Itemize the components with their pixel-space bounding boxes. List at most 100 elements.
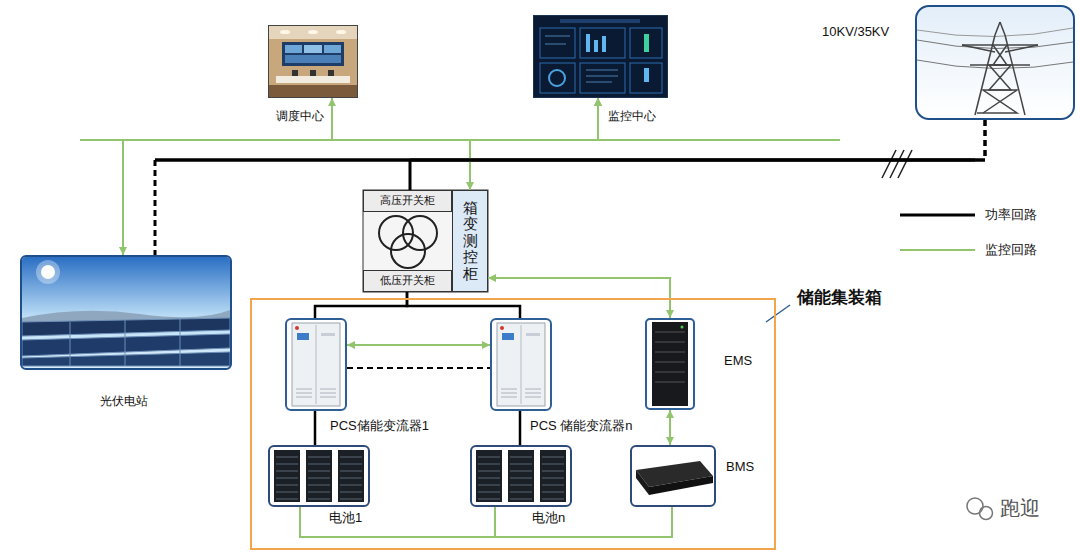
node-caption: 监控中心 xyxy=(606,109,658,123)
monitor-screen-picture xyxy=(533,15,668,98)
legend-label: 功率回路 xyxy=(985,206,1037,224)
dispatch-room-picture xyxy=(276,76,350,83)
dispatch-room-picture xyxy=(280,30,290,34)
pv-plant-picture xyxy=(36,260,60,284)
switchgear-box: 高压开关柜 xyxy=(363,190,452,212)
dispatch-room-picture xyxy=(310,70,316,76)
bms-unit: BMS xyxy=(630,445,716,507)
transformer-unit xyxy=(403,216,437,250)
transmission-tower-picture xyxy=(962,22,1038,115)
dispatch-room-picture xyxy=(282,42,344,66)
ems-rack-picture xyxy=(652,322,688,406)
bms-device-picture xyxy=(636,461,713,495)
break-slashes xyxy=(890,150,904,178)
monitor-line xyxy=(495,507,672,537)
node-label: 高压开关柜 xyxy=(380,194,435,207)
monitor-screen-picture xyxy=(630,63,662,93)
pcs-pictures xyxy=(497,323,545,406)
pcs-pictures xyxy=(292,323,340,406)
watermark-icon xyxy=(980,507,993,520)
ems-rack-picture xyxy=(655,352,685,353)
monitor-line xyxy=(300,507,672,537)
ems-rack-picture xyxy=(652,322,688,406)
monitor-screen-picture xyxy=(644,68,649,82)
control-cabinet: 箱变测控柜 xyxy=(452,190,488,292)
dispatch-room-picture xyxy=(268,85,358,98)
monitor-screen-picture xyxy=(630,28,662,58)
transmission-tower-picture xyxy=(1005,45,1038,52)
dispatch-room-picture xyxy=(285,55,341,63)
monitor-line xyxy=(347,344,490,346)
dispatch-room-picture xyxy=(292,70,298,76)
watermark-icon xyxy=(967,498,993,520)
pv-plant-picture xyxy=(22,257,230,368)
ems-rack-picture xyxy=(655,372,685,373)
pv-plant-picture xyxy=(125,320,126,366)
dispatch-room-picture xyxy=(268,25,358,39)
monitor-screen-picture xyxy=(545,36,570,37)
break-slashes xyxy=(882,150,896,178)
grid-tower-image: 10KV/35KV xyxy=(915,5,1075,120)
pcs-pictures xyxy=(292,323,545,406)
monitor-line xyxy=(123,98,598,255)
break-slashes xyxy=(882,150,912,178)
monitor-screen-picture xyxy=(602,36,606,52)
watermark: 跑迎 xyxy=(1000,495,1040,522)
transmission-tower-picture xyxy=(1005,35,1025,115)
dispatch-room-picture xyxy=(308,30,318,34)
monitor-line xyxy=(332,98,598,140)
monitor-line xyxy=(669,410,671,445)
ems-rack-picture xyxy=(655,382,685,383)
ems-rack: EMS xyxy=(645,318,695,410)
monitor-screen-picture xyxy=(533,15,668,98)
dispatch-room-picture xyxy=(336,30,346,34)
monitor-screen-picture xyxy=(545,44,566,45)
power-line xyxy=(347,367,490,369)
transmission-tower-picture xyxy=(983,45,1017,113)
pcs-converter: PCS 储能变流器n xyxy=(490,318,552,411)
node-caption: 光伏电站 xyxy=(98,394,150,408)
monitor-screen-picture xyxy=(580,63,625,93)
dispatch-room-picture xyxy=(268,25,358,98)
dispatch-room-picture xyxy=(268,25,358,98)
legend-label: 监控回路 xyxy=(985,241,1037,259)
bms-device-picture xyxy=(636,470,649,495)
node-caption: 储能集装箱 xyxy=(795,288,884,308)
power-line xyxy=(314,411,317,445)
switchgear-box: 低压开关柜 xyxy=(363,270,452,292)
transmission-tower-picture xyxy=(995,22,1000,35)
node-caption: BMS xyxy=(724,459,756,475)
pv-plant-picture xyxy=(22,257,230,368)
transformer-unit xyxy=(363,190,488,292)
ems-rack-picture xyxy=(655,342,685,343)
monitor-screen-picture xyxy=(586,82,612,83)
node-caption: PCS储能变流器1 xyxy=(328,418,431,434)
battery-bank: 电池n xyxy=(470,445,572,507)
dispatch-room-picture xyxy=(324,45,341,53)
node-label: 低压开关柜 xyxy=(380,274,435,287)
monitor-screen-picture xyxy=(586,70,618,71)
pv-plant-picture xyxy=(22,352,230,366)
monitor-screen-picture xyxy=(540,28,575,58)
break-slashes xyxy=(898,150,912,178)
dispatch-room-picture xyxy=(304,45,322,53)
monitor-screen-picture xyxy=(560,19,640,23)
transformer-unit xyxy=(363,190,488,292)
battery-pictures xyxy=(274,450,364,502)
legend-samples xyxy=(900,215,975,250)
pv-plant-picture xyxy=(22,318,230,336)
transmission-tower-picture xyxy=(975,35,995,115)
pcs-converter: PCS储能变流器1 xyxy=(285,318,347,411)
transmission-tower-picture xyxy=(1000,22,1005,35)
power-line xyxy=(410,120,985,190)
node-caption: EMS xyxy=(722,353,754,369)
dispatch-room-picture xyxy=(285,45,302,53)
legend-samples xyxy=(900,249,975,251)
transmission-tower-picture xyxy=(962,45,995,52)
transmission-tower-picture xyxy=(917,7,1073,118)
monitor-screen-picture xyxy=(540,63,575,93)
node-caption: 电池n xyxy=(530,510,567,526)
dispatch-room-picture xyxy=(328,70,334,76)
